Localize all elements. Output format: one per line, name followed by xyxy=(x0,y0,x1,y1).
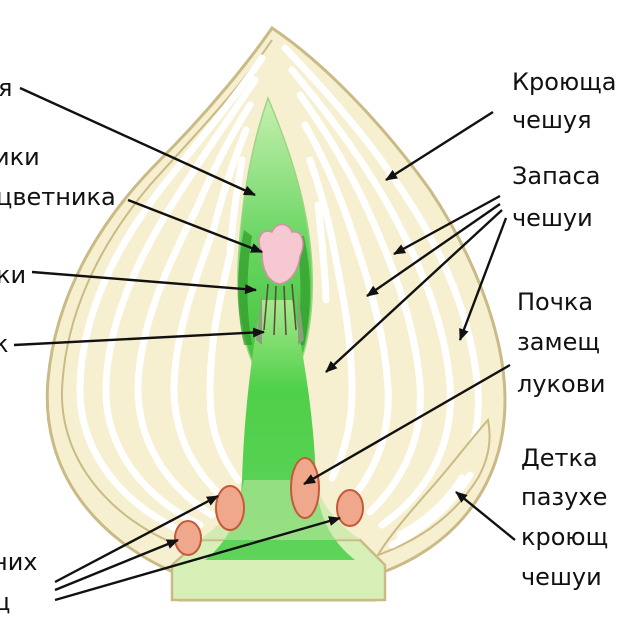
leader-storage-2 xyxy=(366,203,501,297)
leader-covering xyxy=(385,110,494,182)
label-storage-1: Запаса xyxy=(512,162,600,190)
leader-storage-4 xyxy=(458,217,508,341)
label-bud-1: Почка xyxy=(517,288,593,316)
left-label-2: ики xyxy=(0,143,40,171)
left-label-5: к xyxy=(0,330,9,358)
left-label-3: цветника xyxy=(0,183,116,211)
label-baby-4: чешуи xyxy=(521,563,602,591)
storage-scales xyxy=(60,39,491,557)
left-label-1: я xyxy=(0,74,12,102)
renewal-bud xyxy=(290,457,320,519)
leader-lines xyxy=(13,86,516,602)
label-bud-3: лукови xyxy=(517,370,605,398)
flower-bud xyxy=(256,223,304,345)
right-labels: Кроюща чешуя Запаса чешуи Почка замещ лу… xyxy=(512,68,616,591)
leader-storage-1 xyxy=(393,194,501,256)
leader-left-4 xyxy=(31,270,257,295)
label-baby-1: Детка xyxy=(521,444,598,472)
left-label-4: ки xyxy=(0,261,26,289)
label-storage-2: чешуи xyxy=(512,204,593,232)
left-label-6: них xyxy=(0,548,38,576)
leader-left-6b xyxy=(54,538,179,592)
axil-baby-bulb xyxy=(375,417,491,557)
leader-bud xyxy=(303,363,511,486)
left-label-7: ц xyxy=(0,588,10,616)
label-bud-2: замещ xyxy=(517,328,600,356)
leader-left-6a xyxy=(54,494,219,584)
leader-left-1 xyxy=(19,86,256,197)
leader-left-7 xyxy=(54,516,341,602)
leader-left-3 xyxy=(127,198,263,254)
leader-left-5 xyxy=(13,327,265,347)
label-baby-2: пазухе xyxy=(521,483,607,511)
label-covering-2: чешуя xyxy=(512,106,592,134)
left-labels: я ики цветника ки к них ц xyxy=(0,74,116,616)
axillary-bud-1 xyxy=(215,485,245,531)
perianth xyxy=(258,223,304,285)
label-covering-1: Кроюща xyxy=(512,68,616,96)
axillary-bud-3 xyxy=(336,489,364,527)
buds xyxy=(174,457,364,556)
label-baby-3: кроющ xyxy=(521,523,608,551)
leader-storage-3 xyxy=(325,209,503,373)
leader-baby xyxy=(455,491,516,541)
axillary-bud-2 xyxy=(174,520,202,556)
